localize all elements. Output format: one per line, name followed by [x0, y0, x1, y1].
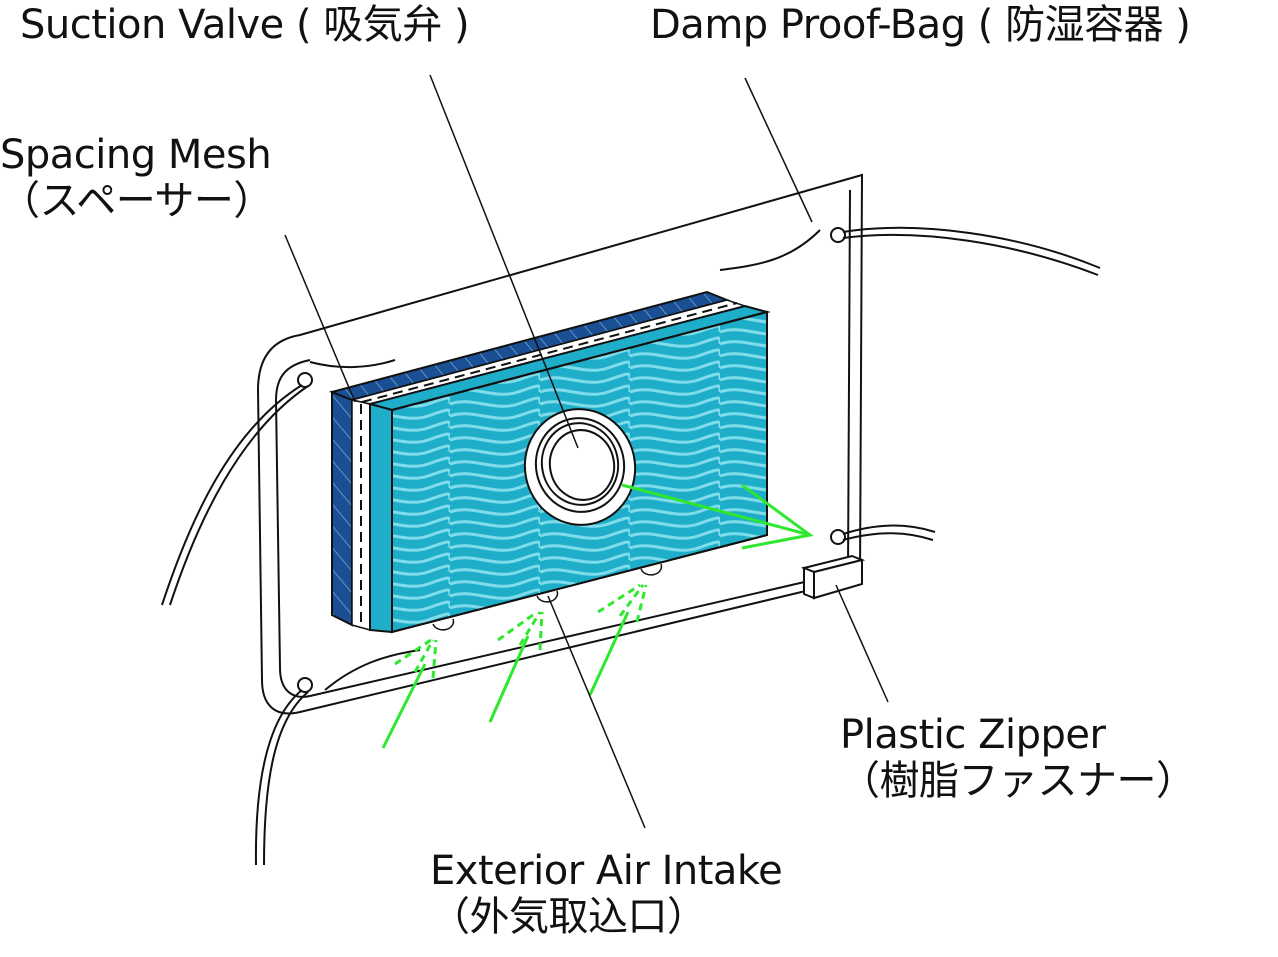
eyelet-top-right: [830, 227, 846, 243]
label-plastic-zipper-en: Plastic Zipper: [840, 712, 1106, 758]
label-spacing-mesh-en: Spacing Mesh: [0, 132, 272, 178]
label-spacing-mesh: Spacing Mesh （スペーサー）: [0, 132, 273, 224]
leader-suction-valve: [429, 74, 579, 449]
air-intake-ports: [432, 563, 663, 631]
label-spacing-mesh-ja: （スペーサー）: [0, 178, 273, 224]
spacing-mesh: [328, 290, 748, 631]
label-plastic-zipper: Plastic Zipper （樹脂ファスナー）: [840, 712, 1196, 804]
label-exterior-air-intake-en: Exterior Air Intake: [430, 848, 783, 894]
label-damp-proof-bag-text: Damp Proof-Bag ( 防湿容器 ): [650, 2, 1191, 48]
damp-proof-bag: [256, 173, 864, 715]
airflow-arrow-icon: [381, 483, 814, 749]
bag-eyelets: [297, 227, 846, 693]
label-exterior-air-intake-ja: （外気取込口）: [430, 894, 707, 940]
label-suction-valve-text: Suction Valve ( 吸気弁 ): [20, 2, 470, 48]
leader-exterior-air-intake: [547, 595, 646, 829]
leader-damp-proof-bag: [744, 77, 813, 223]
leader-spacing-mesh: [284, 234, 356, 403]
label-exterior-air-intake: Exterior Air Intake （外気取込口）: [430, 848, 783, 940]
label-plastic-zipper-ja: （樹脂ファスナー）: [840, 758, 1196, 804]
leader-plastic-zipper: [835, 584, 889, 703]
label-damp-proof-bag: Damp Proof-Bag ( 防湿容器 ): [650, 2, 1191, 48]
label-suction-valve: Suction Valve ( 吸気弁 ): [20, 2, 470, 48]
eyelet-top-left: [297, 372, 313, 388]
eyelet-bottom-right: [830, 529, 846, 545]
suction-valve-icon: [523, 408, 637, 526]
eyelet-bottom-left: [297, 677, 313, 693]
hanging-strings: [161, 226, 1101, 866]
zipper-pull-icon: [800, 554, 866, 600]
leader-lines: [284, 74, 889, 829]
